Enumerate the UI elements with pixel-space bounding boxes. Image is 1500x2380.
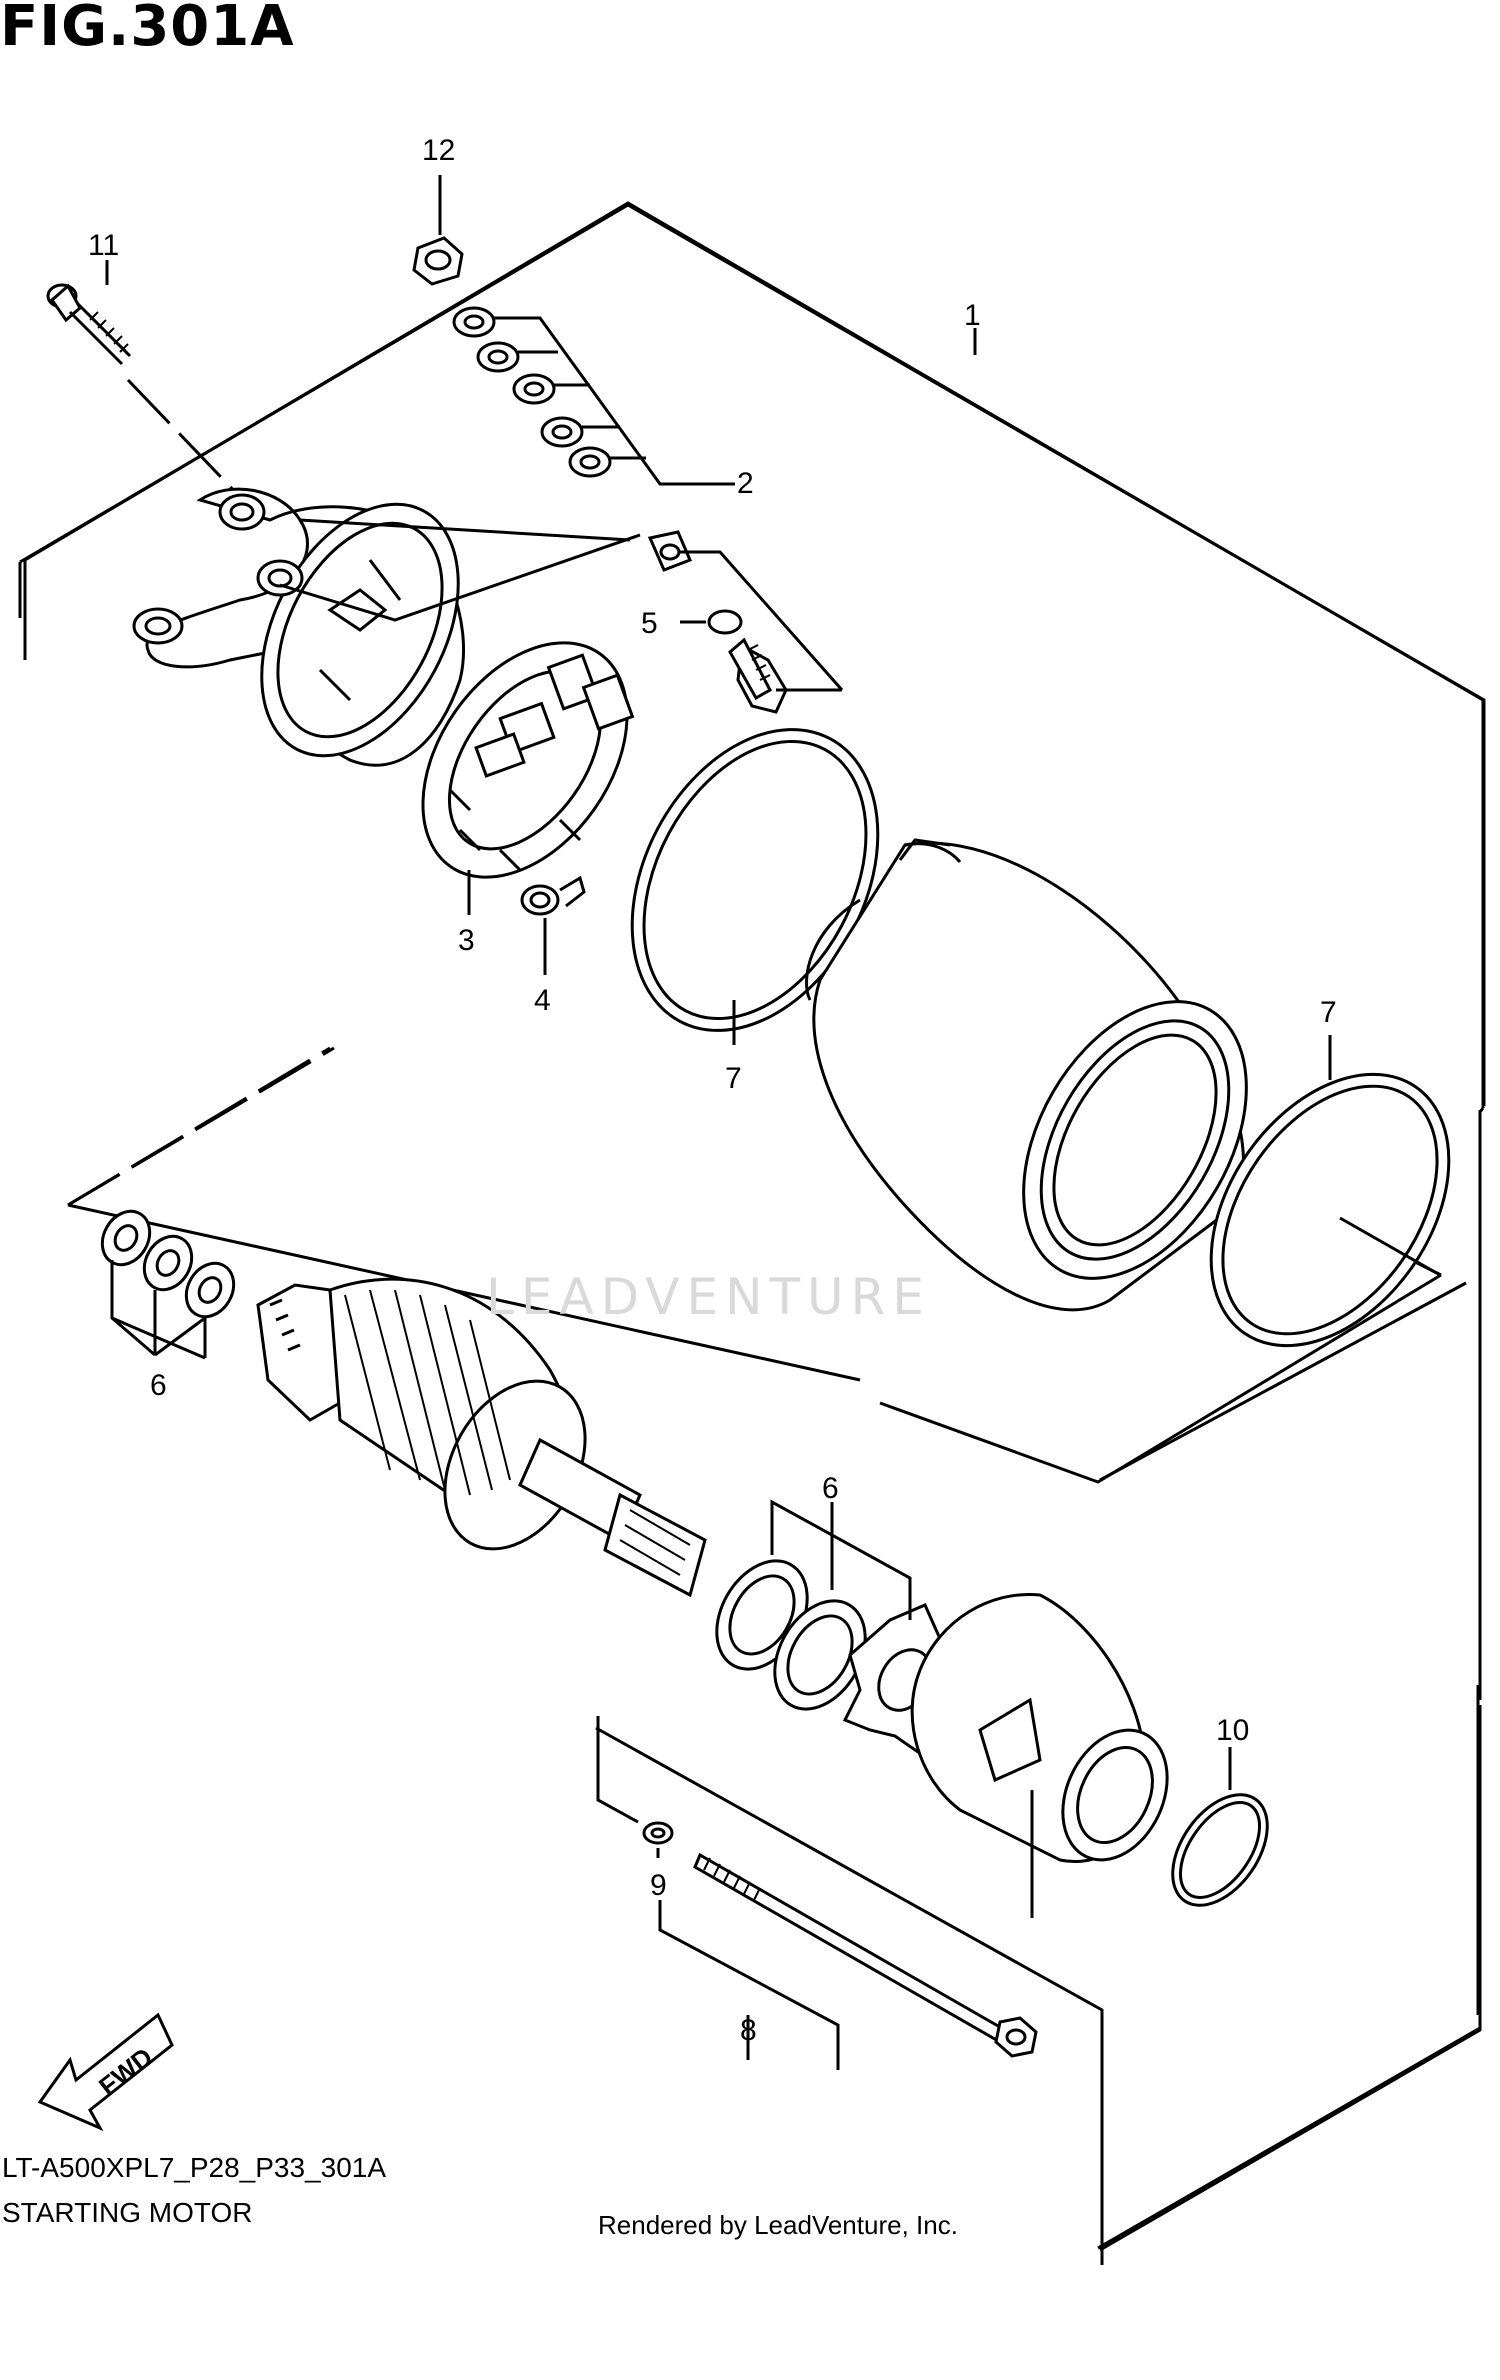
rear-cover [132, 487, 641, 767]
fwd-arrow: FWD [37, 2012, 174, 2132]
callout-9: 9 [650, 1869, 667, 1902]
callout-6-right: 6 [822, 1472, 839, 1505]
callout-5: 5 [641, 607, 658, 640]
brush-holder-plate-3 [421, 641, 635, 915]
callout-11: 11 [88, 229, 119, 262]
bolt-11 [46, 260, 242, 499]
figure-title: FIG.301A [0, 0, 295, 59]
callout-6-left: 6 [150, 1369, 167, 1402]
callout-labels: 1 2 3 4 5 6 6 7 7 8 9 10 11 12 [88, 134, 1337, 2047]
callout-4: 4 [534, 984, 551, 1017]
bearing-4 [520, 875, 586, 975]
callout-8: 8 [740, 2014, 757, 2047]
nut-12 [412, 175, 464, 286]
o-ring-5 [680, 609, 743, 635]
o-ring-10 [1171, 1747, 1269, 1907]
callout-12: 12 [422, 134, 455, 167]
washer-set-2 [452, 306, 844, 714]
render-credit: Rendered by LeadVenture, Inc. [598, 2210, 958, 2240]
callout-2: 2 [737, 467, 754, 500]
figure-name: STARTING MOTOR [2, 2197, 253, 2228]
yoke-housing [805, 838, 1248, 1312]
through-bolt-8 [596, 1716, 1038, 2070]
figure-code: LT-A500XPL7_P28_P33_301A [2, 2152, 387, 2183]
front-cover [910, 1592, 1169, 1918]
assembly-outline [18, 203, 1486, 2250]
callout-7-upper: 7 [725, 1062, 742, 1095]
callout-1: 1 [964, 299, 981, 332]
callout-10: 10 [1216, 1714, 1249, 1747]
o-ring-7-lower [1209, 1035, 1451, 1348]
armature [256, 1277, 707, 1598]
callout-3: 3 [458, 924, 475, 957]
watermark: LEADVENTURE [486, 1268, 931, 1326]
washer-set-6-left [100, 1209, 236, 1360]
callout-7-lower: 7 [1320, 996, 1337, 1029]
